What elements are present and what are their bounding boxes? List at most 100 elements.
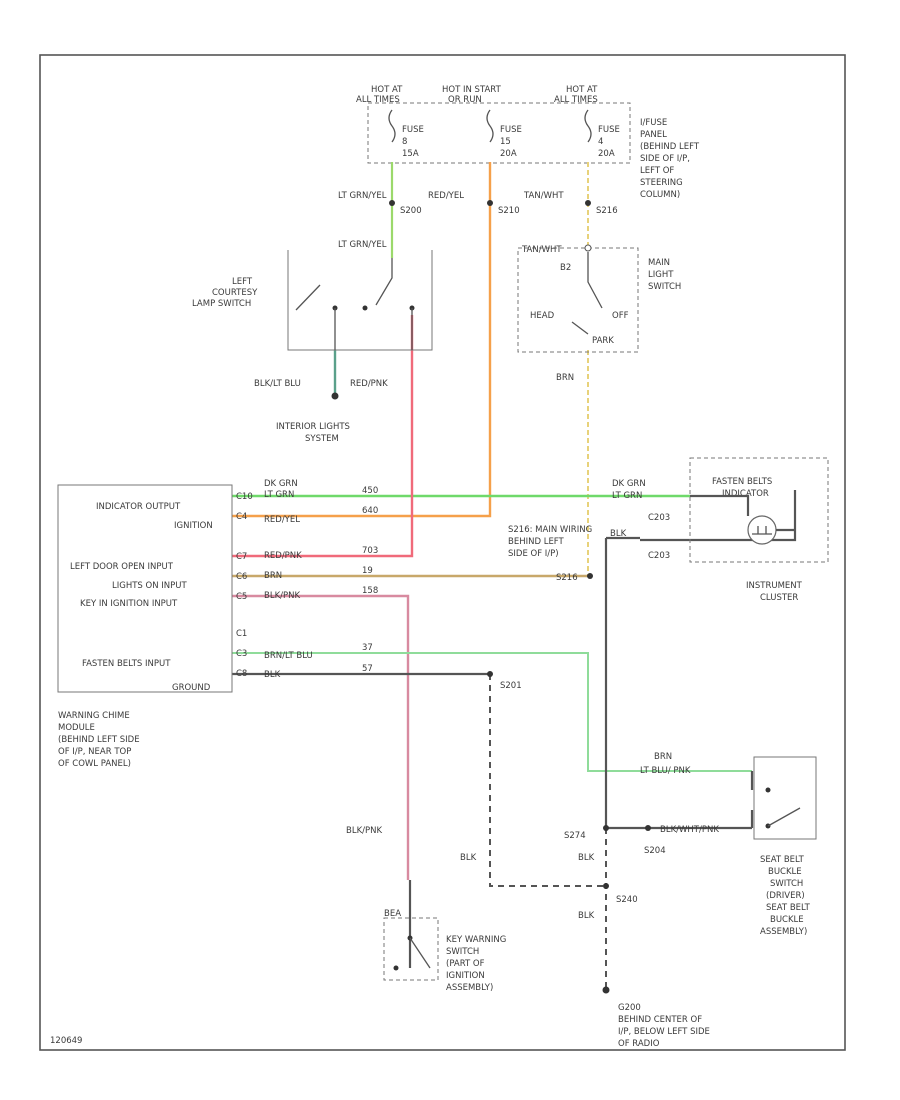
splice-s216	[587, 573, 593, 579]
warning-chime-module: INDICATOR OUTPUT IGNITION LEFT DOOR OPEN…	[57, 479, 378, 769]
s216-splice-location: S216: MAIN WIRING BEHIND LEFT SIDE OF I/…	[508, 525, 595, 559]
ground-g200-label: G200 BEHIND CENTER OF I/P, BELOW LEFT SI…	[618, 1003, 713, 1049]
courtesy-switch-box	[287, 250, 433, 351]
module-pin-5: C5	[236, 592, 247, 602]
main-switch-wire-label: TAN/WHT	[521, 245, 562, 255]
module-pin-4: C6	[236, 572, 247, 582]
label-red-yel: RED/YEL	[428, 191, 464, 201]
circuit-7: 57	[362, 664, 373, 674]
label-blk-cluster: BLK	[610, 529, 627, 539]
label-dk-grn: DK GRN	[264, 479, 298, 489]
module-ground: GROUND	[172, 683, 211, 693]
label-red-pnk-module: RED/PNK	[264, 551, 302, 561]
key-warning-switch: BEA KEY WARNING SWITCH (PART OF IGNITION…	[383, 909, 509, 993]
module-pin-2: C4	[236, 512, 247, 522]
wire-red-pnk	[232, 315, 414, 558]
indicator-bulb-icon	[747, 515, 777, 545]
key-switch-terminal-2	[393, 965, 399, 971]
courtesy-switch-upper-contact	[375, 258, 393, 306]
module-fasten-belts-input: FASTEN BELTS INPUT	[82, 659, 171, 669]
label-s201: S201	[500, 681, 522, 691]
ground-g200	[602, 986, 610, 994]
label-blk-s201: BLK	[460, 853, 477, 863]
courtesy-wire-label: LT GRN/YEL	[338, 240, 387, 250]
label-s210: S210	[498, 206, 520, 216]
label-s204: S204	[644, 846, 666, 856]
label-blk-lt-blu: BLK/LT BLU	[254, 379, 301, 389]
instrument-cluster-name: INSTRUMENT CLUSTER	[746, 581, 805, 603]
fuse-symbol-2	[486, 109, 494, 143]
cluster-internal-wiring	[690, 494, 795, 532]
label-c203-b: C203	[648, 551, 670, 561]
label-lt-blu-pnk: LT BLU/ PNK	[640, 766, 691, 776]
splice-dots	[331, 200, 651, 994]
label-blk-s240: BLK	[578, 911, 595, 921]
courtesy-switch-leads	[334, 308, 413, 350]
seatbelt-switch-box	[753, 756, 817, 840]
main-light-switch: TAN/WHT B2 HEAD OFF PARK MAIN LIGHT SWIT…	[517, 244, 681, 383]
wire-s201-to-s240	[489, 674, 608, 887]
label-s216: S216	[556, 573, 578, 583]
fuse-symbol-1	[388, 109, 396, 143]
seatbelt-switch-name: SEAT BELT BUCKLE SWITCH (DRIVER) SEAT BE…	[760, 855, 812, 937]
main-switch-off-label: OFF	[612, 311, 629, 321]
module-lights-on-input: LIGHTS ON INPUT	[112, 581, 187, 591]
circuit-2: 640	[362, 506, 378, 516]
label-lt-grn-yel: LT GRN/YEL	[338, 191, 387, 201]
courtesy-lamp-switch: LT GRN/YEL LEFT COURTESY LAMP SWITCH BLK…	[192, 240, 433, 389]
module-indicator-output: INDICATOR OUTPUT	[96, 502, 181, 512]
label-blk-s274: BLK	[578, 853, 595, 863]
interior-lights-terminal	[331, 392, 339, 400]
label-lt-grn: LT GRN	[264, 490, 294, 500]
module-pin-1: C10	[236, 492, 253, 502]
label-c203-a: C203	[648, 513, 670, 523]
fuse-symbol-3	[584, 109, 592, 143]
main-light-switch-outline	[517, 247, 639, 353]
main-switch-contact	[587, 252, 603, 309]
splice-s210	[487, 200, 493, 206]
instrument-cluster: FASTEN BELTS INDICATOR C203 C203 DK GRN …	[610, 457, 829, 603]
splice-s240	[603, 883, 609, 889]
main-switch-pin: B2	[560, 263, 571, 273]
module-pin-6: C1	[236, 629, 247, 639]
figure-reference: 120649	[50, 1036, 82, 1046]
courtesy-switch-terminal-2	[362, 305, 368, 311]
courtesy-switch-name: LEFT COURTESY LAMP SWITCH	[192, 277, 260, 309]
module-pin-8: C8	[236, 669, 247, 679]
module-box	[57, 484, 233, 693]
interior-lights-label: INTERIOR LIGHTS SYSTEM	[276, 422, 353, 444]
circuit-1: 450	[362, 486, 378, 496]
splice-s201	[487, 671, 493, 677]
main-switch-terminal-top	[584, 244, 592, 252]
label-blk-pnk-key: BLK/PNK	[346, 826, 382, 836]
fuse-panel-location: I/FUSE PANEL (BEHIND LEFT SIDE OF I/P, L…	[640, 118, 702, 200]
circuit-5: 158	[362, 586, 378, 596]
wire-cluster-return	[640, 490, 797, 542]
main-light-switch-name: MAIN LIGHT SWITCH	[648, 258, 681, 292]
key-switch-contact	[409, 937, 431, 969]
wire-brn-lt-blu	[232, 652, 752, 772]
cluster-outline	[689, 457, 829, 563]
key-switch-pin: BEA	[384, 909, 401, 919]
main-switch-head-contact	[571, 321, 589, 335]
wire-red-yel	[232, 162, 492, 518]
diagram-frame	[39, 54, 846, 1051]
circuit-3: 703	[362, 546, 378, 556]
label-s200: S200	[400, 206, 422, 216]
label-brn-vertical: BRN	[556, 373, 574, 383]
circuit-4: 19	[362, 566, 373, 576]
module-ignition: IGNITION	[174, 521, 213, 531]
seatbelt-contact	[767, 807, 801, 827]
key-switch-name: KEY WARNING SWITCH (PART OF IGNITION ASS…	[446, 935, 509, 993]
main-switch-head-label: HEAD	[530, 311, 555, 321]
module-key-input: KEY IN IGNITION INPUT	[80, 599, 178, 609]
label-blk-module: BLK	[264, 670, 281, 680]
label-dk-grn-cluster: DK GRN	[612, 479, 646, 489]
